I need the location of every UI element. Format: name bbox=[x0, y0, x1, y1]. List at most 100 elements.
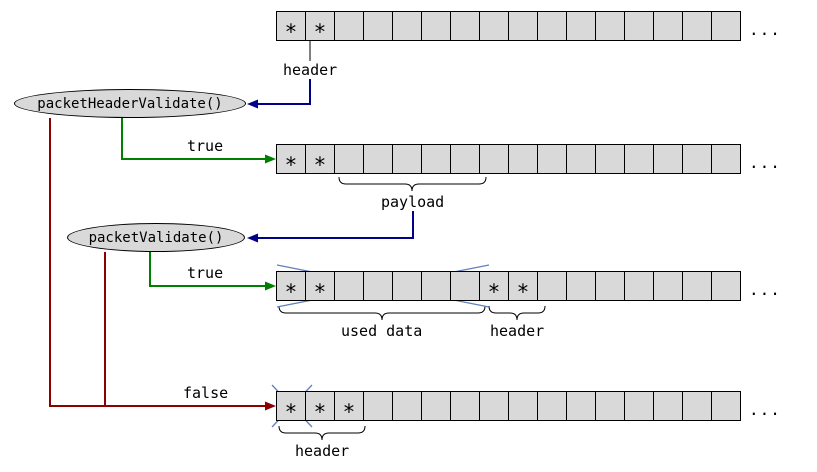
buffer-cell bbox=[421, 144, 451, 174]
row-ellipsis: ... bbox=[749, 152, 781, 172]
true-arrowhead-packet-validate bbox=[265, 281, 276, 291]
buffer-cell bbox=[450, 271, 480, 301]
payload-callback-arrow bbox=[257, 211, 414, 239]
buffer-cell bbox=[682, 144, 712, 174]
buffer-cells: ** bbox=[276, 144, 741, 174]
buffer-cell bbox=[392, 391, 422, 421]
buffer-cell bbox=[624, 11, 654, 41]
buffer-row-3: **** ... bbox=[276, 271, 781, 301]
buffer-cell bbox=[334, 144, 364, 174]
true-arrow-packet-validate bbox=[149, 252, 266, 287]
buffer-cell bbox=[450, 11, 480, 41]
buffer-cell: * bbox=[334, 391, 364, 421]
buffer-cell bbox=[450, 144, 480, 174]
buffer-cell bbox=[537, 271, 567, 301]
buffer-cell bbox=[537, 391, 567, 421]
header-brace-consumed bbox=[488, 305, 546, 321]
buffer-cell bbox=[682, 11, 712, 41]
buffer-cells: *** bbox=[276, 391, 741, 421]
row-ellipsis: ... bbox=[749, 19, 781, 39]
buffer-cell bbox=[537, 11, 567, 41]
node-packet-header-validate: packetHeaderValidate() bbox=[14, 89, 246, 118]
buffer-cell bbox=[624, 271, 654, 301]
label-false: false bbox=[183, 384, 229, 402]
label-used-data: used data bbox=[341, 322, 423, 340]
buffer-cell bbox=[595, 11, 625, 41]
buffer-cell bbox=[508, 11, 538, 41]
false-arrow bbox=[49, 118, 266, 407]
buffer-cell: * bbox=[276, 11, 306, 41]
buffer-cell bbox=[479, 391, 509, 421]
buffer-cell bbox=[392, 144, 422, 174]
buffer-cell bbox=[653, 144, 683, 174]
header-callback-arrowhead bbox=[247, 99, 258, 109]
buffer-cell bbox=[363, 271, 393, 301]
buffer-cell bbox=[653, 11, 683, 41]
buffer-cell bbox=[421, 391, 451, 421]
buffer-row-1: ** ... bbox=[276, 11, 781, 41]
buffer-cell bbox=[595, 391, 625, 421]
buffer-cell: * bbox=[305, 144, 335, 174]
buffer-cell: * bbox=[305, 11, 335, 41]
buffer-cell: * bbox=[479, 271, 509, 301]
label-header-top: header bbox=[283, 61, 338, 79]
buffer-cell bbox=[334, 11, 364, 41]
buffer-cell bbox=[421, 271, 451, 301]
buffer-cell bbox=[363, 11, 393, 41]
buffer-cell bbox=[566, 11, 596, 41]
buffer-cell: * bbox=[305, 271, 335, 301]
buffer-cell bbox=[566, 271, 596, 301]
label-payload: payload bbox=[381, 193, 445, 211]
buffer-cell bbox=[653, 391, 683, 421]
label-header-resync: header bbox=[295, 442, 350, 460]
buffer-cell bbox=[653, 271, 683, 301]
buffer-cell bbox=[682, 391, 712, 421]
buffer-cell bbox=[566, 391, 596, 421]
true-arrow-header-validate bbox=[121, 118, 266, 160]
used-data-brace bbox=[278, 305, 486, 321]
buffer-cells: **** bbox=[276, 271, 741, 301]
node-label: packetHeaderValidate() bbox=[37, 95, 223, 112]
header-callback-arrow bbox=[257, 79, 311, 105]
buffer-cell bbox=[711, 391, 741, 421]
buffer-cell bbox=[711, 144, 741, 174]
buffer-cell: * bbox=[305, 391, 335, 421]
buffer-cell bbox=[508, 144, 538, 174]
buffer-cell bbox=[624, 391, 654, 421]
buffer-cell bbox=[624, 144, 654, 174]
buffer-cell bbox=[363, 391, 393, 421]
buffer-cell bbox=[595, 271, 625, 301]
buffer-cells: ** bbox=[276, 11, 741, 41]
payload-callback-arrowhead bbox=[247, 233, 258, 243]
buffer-cell bbox=[363, 144, 393, 174]
buffer-row-2: ** ... bbox=[276, 144, 781, 174]
node-packet-validate: packetValidate() bbox=[67, 223, 245, 252]
label-true-1: true bbox=[187, 137, 224, 155]
buffer-cell bbox=[450, 391, 480, 421]
buffer-cell bbox=[537, 144, 567, 174]
buffer-row-4: *** ... bbox=[276, 391, 781, 421]
label-header-consumed: header bbox=[490, 322, 545, 340]
buffer-cell bbox=[508, 391, 538, 421]
buffer-cell: * bbox=[508, 271, 538, 301]
buffer-cell bbox=[392, 271, 422, 301]
buffer-cell: * bbox=[276, 271, 306, 301]
buffer-cell bbox=[421, 11, 451, 41]
buffer-cell bbox=[566, 144, 596, 174]
buffer-cell bbox=[334, 271, 364, 301]
true-arrowhead-header-validate bbox=[265, 154, 276, 164]
row-ellipsis: ... bbox=[749, 279, 781, 299]
buffer-cell: * bbox=[276, 391, 306, 421]
row-ellipsis: ... bbox=[749, 399, 781, 419]
payload-brace bbox=[338, 176, 487, 192]
buffer-cell bbox=[711, 271, 741, 301]
buffer-cell bbox=[392, 11, 422, 41]
label-true-2: true bbox=[187, 264, 224, 282]
node-label: packetValidate() bbox=[88, 229, 224, 246]
buffer-cell bbox=[479, 11, 509, 41]
buffer-cell bbox=[682, 271, 712, 301]
buffer-cell bbox=[479, 144, 509, 174]
header-brace-resync bbox=[278, 425, 366, 441]
buffer-cell bbox=[595, 144, 625, 174]
